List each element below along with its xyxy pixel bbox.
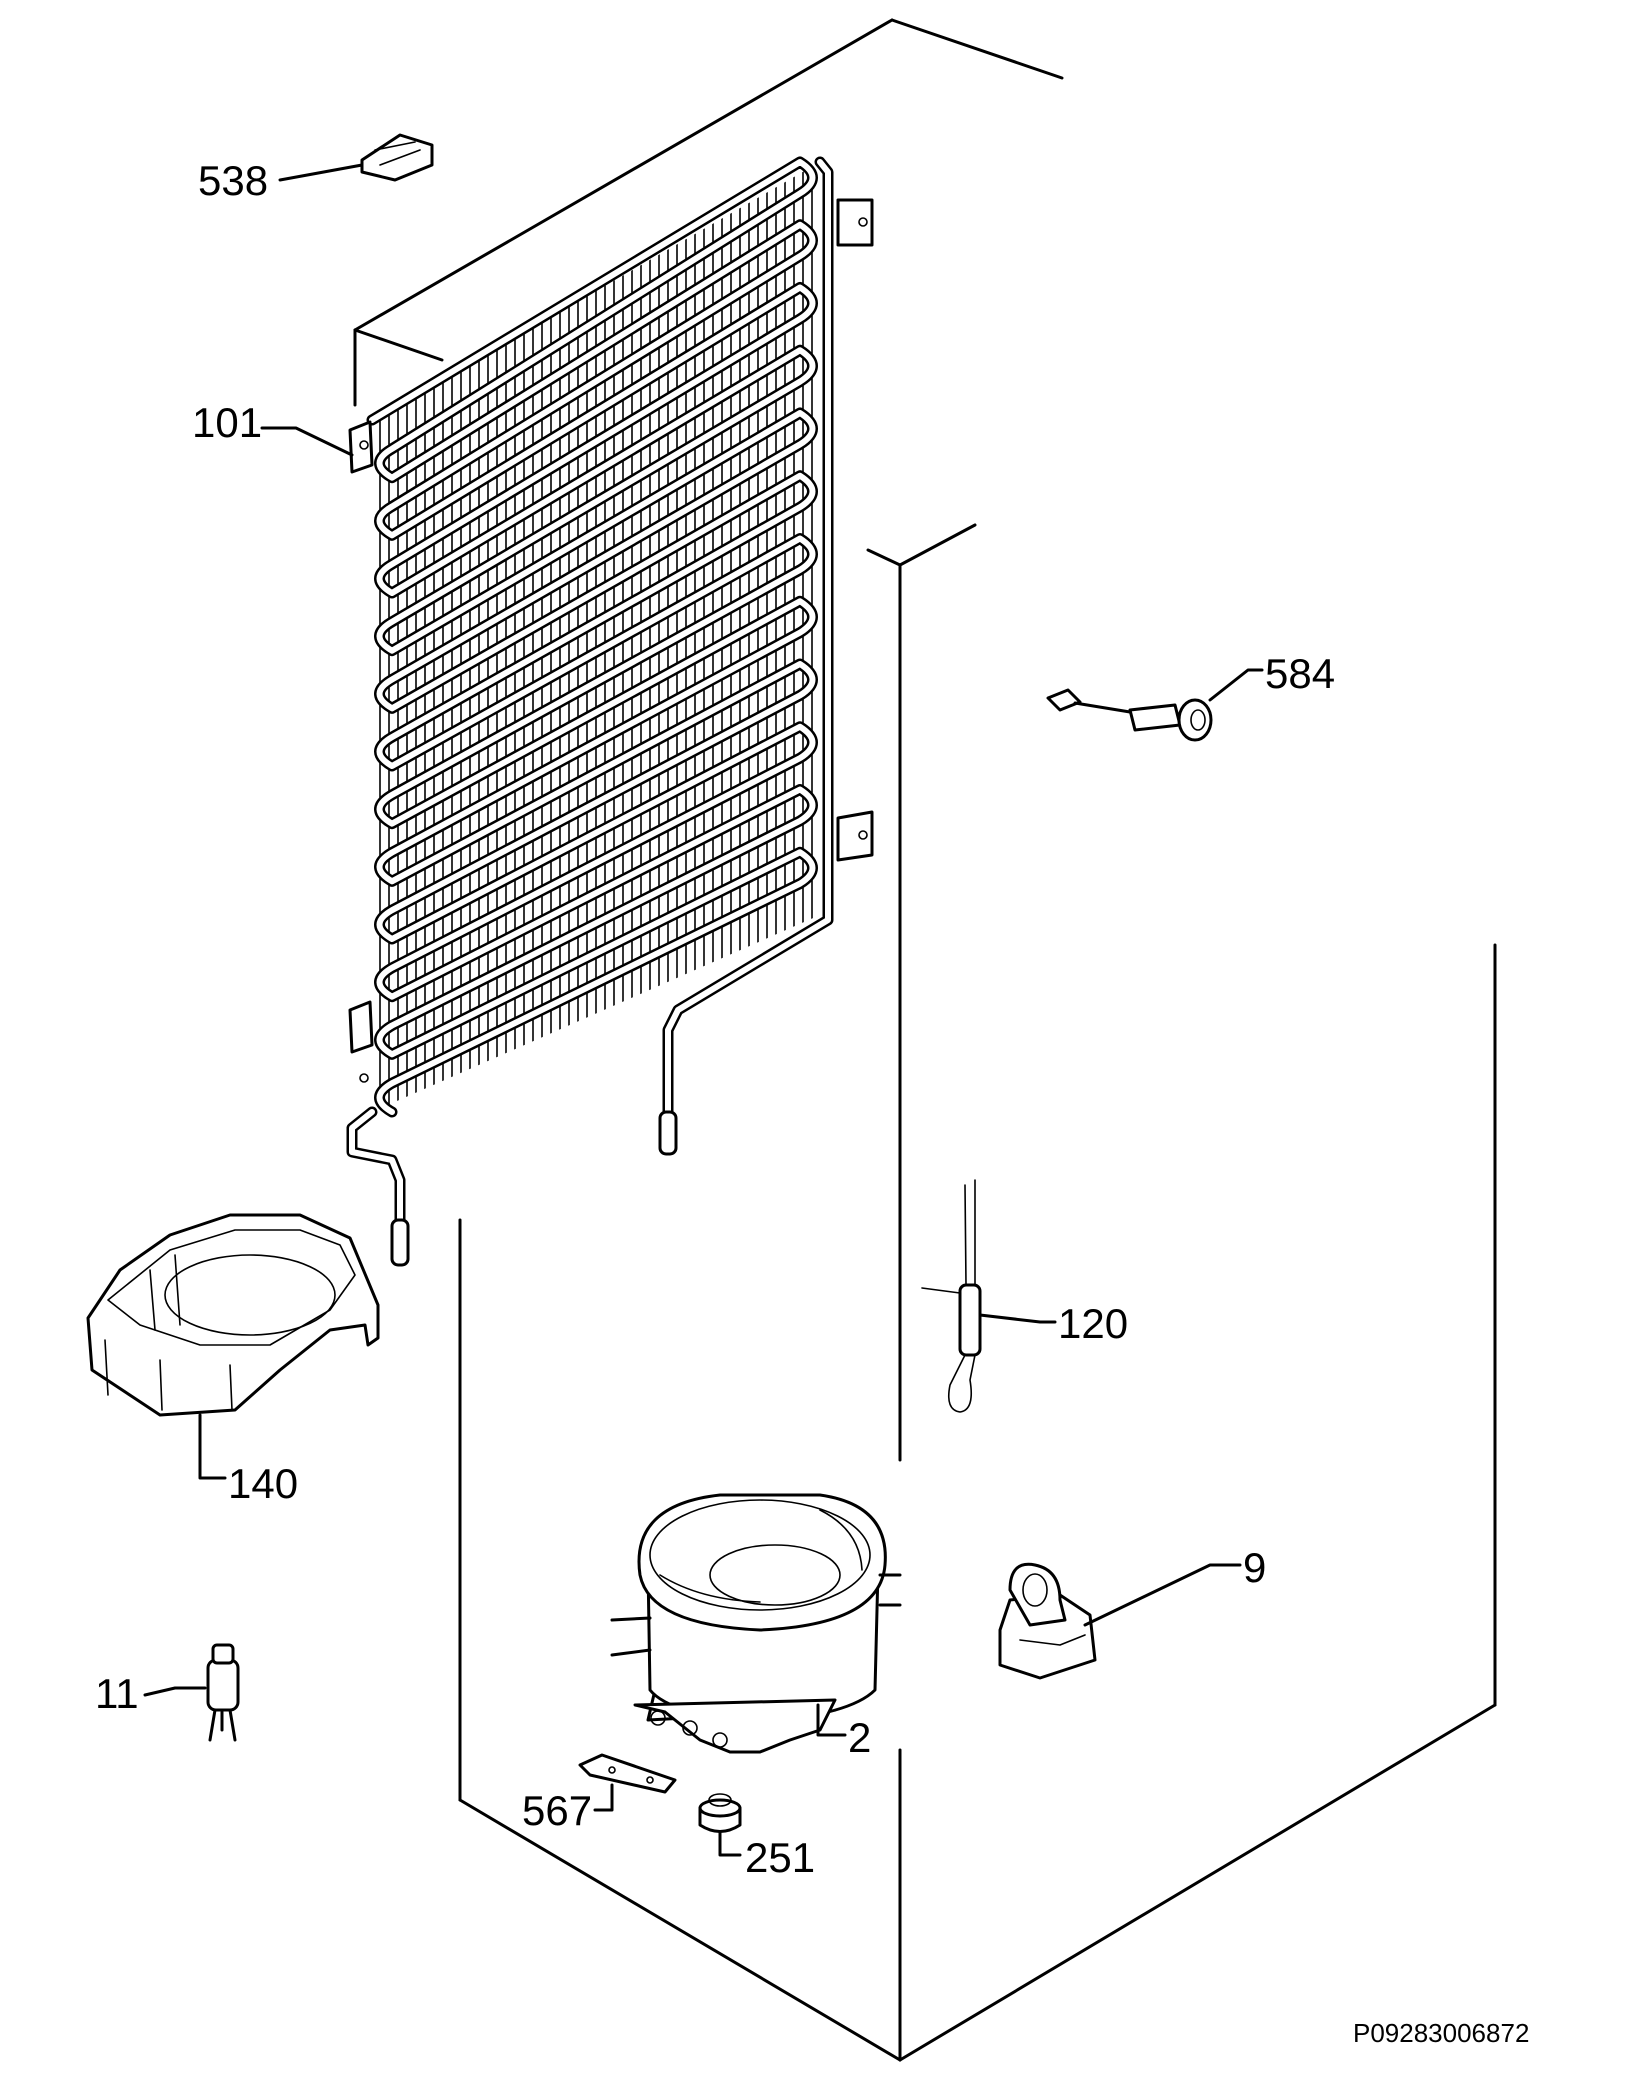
drawing-code: P09283006872 xyxy=(1353,2018,1529,2048)
part-labels: 538 101 584 140 120 9 11 2 567 251 P0928… xyxy=(95,157,1529,2048)
label-120: 120 xyxy=(1058,1300,1128,1347)
label-2: 2 xyxy=(848,1714,871,1761)
label-251: 251 xyxy=(745,1834,815,1881)
label-538: 538 xyxy=(198,157,268,204)
drip-tray-part-140[interactable] xyxy=(86,1213,380,1480)
label-584: 584 xyxy=(1265,650,1335,697)
leader-lines xyxy=(260,426,354,457)
label-567: 567 xyxy=(522,1787,592,1834)
relay-part-11[interactable] xyxy=(143,1643,240,1742)
wiring-part-120[interactable] xyxy=(921,1179,1057,1413)
grommet-part-251[interactable] xyxy=(698,1793,742,1857)
plate-part-567[interactable] xyxy=(578,1753,677,1812)
label-101: 101 xyxy=(192,399,262,446)
sensor-part-584[interactable] xyxy=(1046,668,1264,742)
compressor-part-2[interactable] xyxy=(610,1493,902,1754)
condenser-part[interactable] xyxy=(346,156,874,1267)
clamp-part-9[interactable] xyxy=(998,1562,1242,1680)
label-140: 140 xyxy=(228,1460,298,1507)
label-11: 11 xyxy=(95,1670,139,1717)
clip-part-538[interactable] xyxy=(278,133,434,182)
label-9: 9 xyxy=(1243,1544,1266,1591)
cabinet-outline xyxy=(353,18,1497,2062)
